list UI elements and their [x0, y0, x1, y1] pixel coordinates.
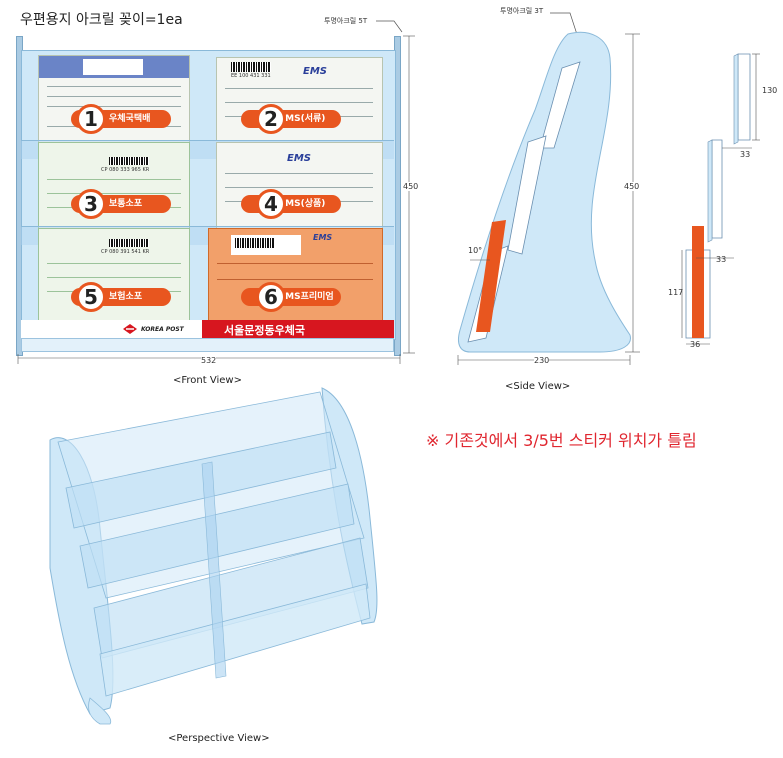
side-width-dim: 230	[534, 356, 550, 365]
form-code-3: CP 080 391 541 KR	[101, 249, 150, 255]
korea-post-text: KOREA POST	[141, 326, 184, 333]
perspective-view-caption: <Perspective View>	[168, 733, 270, 744]
ems-logo-1: EMS	[303, 66, 327, 77]
slot-6-badge: 6	[256, 282, 286, 312]
front-view-caption: <Front View>	[173, 375, 242, 386]
front-view: 투명아크릴 5T EE 100 431 331 EMS CP 080 333 9…	[16, 17, 419, 365]
barcode	[231, 62, 271, 72]
front-base	[21, 338, 394, 352]
front-material-leader	[376, 20, 403, 33]
front-height-dim: 450	[403, 182, 419, 191]
detail-view-drawing	[681, 53, 760, 345]
detail-dim-33a: 33	[740, 150, 751, 159]
ems-logo-3: EMS	[313, 233, 333, 242]
side-material-label: 투명아크릴 3T	[500, 7, 544, 15]
ems-logo-2: EMS	[287, 153, 311, 164]
office-name: 서울문정동우체국	[224, 324, 305, 337]
detail-dim-117: 117	[668, 288, 684, 297]
side-view-drawing	[457, 12, 640, 365]
form-code-1: EE 100 431 331	[231, 73, 271, 79]
form-code-2: CP 080 333 965 KR	[101, 167, 150, 173]
korea-post-logo-icon	[123, 324, 137, 334]
revision-note: ※ 기존것에서 3/5번 스티커 위치가 틀림	[426, 431, 697, 450]
front-width-dim: 532	[201, 356, 217, 365]
form-regular-parcel: CP 080 333 965 KR	[38, 142, 190, 230]
front-height-dim-line	[403, 35, 415, 354]
brand-bar-white	[21, 320, 206, 338]
form-ems-document: EE 100 431 331 EMS	[216, 57, 383, 141]
perspective-drawing	[49, 387, 378, 725]
front-material-label: 투명아크릴 5T	[324, 17, 368, 25]
slot-5-badge: 5	[76, 282, 106, 312]
brand-bar-red	[202, 320, 394, 338]
detail-dim-36: 36	[690, 340, 701, 349]
side-angle-dim: 10°	[468, 246, 483, 255]
slot-4-badge: 4	[256, 189, 286, 219]
form-ems-goods: EMS	[216, 142, 383, 230]
slot-1-badge: 1	[76, 104, 106, 134]
side-height-dim: 450	[624, 182, 640, 191]
detail-dim-130: 130	[762, 86, 778, 95]
slot-3-badge: 3	[76, 189, 106, 219]
form-ems-premium: EMS	[208, 228, 383, 322]
page-title: 우편용지 아크릴 꽂이=1ea	[20, 12, 183, 28]
detail-dim-33b: 33	[716, 255, 727, 264]
slot-2-badge: 2	[256, 104, 286, 134]
form-domestic-parcel	[38, 55, 190, 143]
form-insured-parcel: CP 080 391 541 KR	[38, 228, 190, 322]
side-view-caption: <Side View>	[505, 381, 571, 392]
